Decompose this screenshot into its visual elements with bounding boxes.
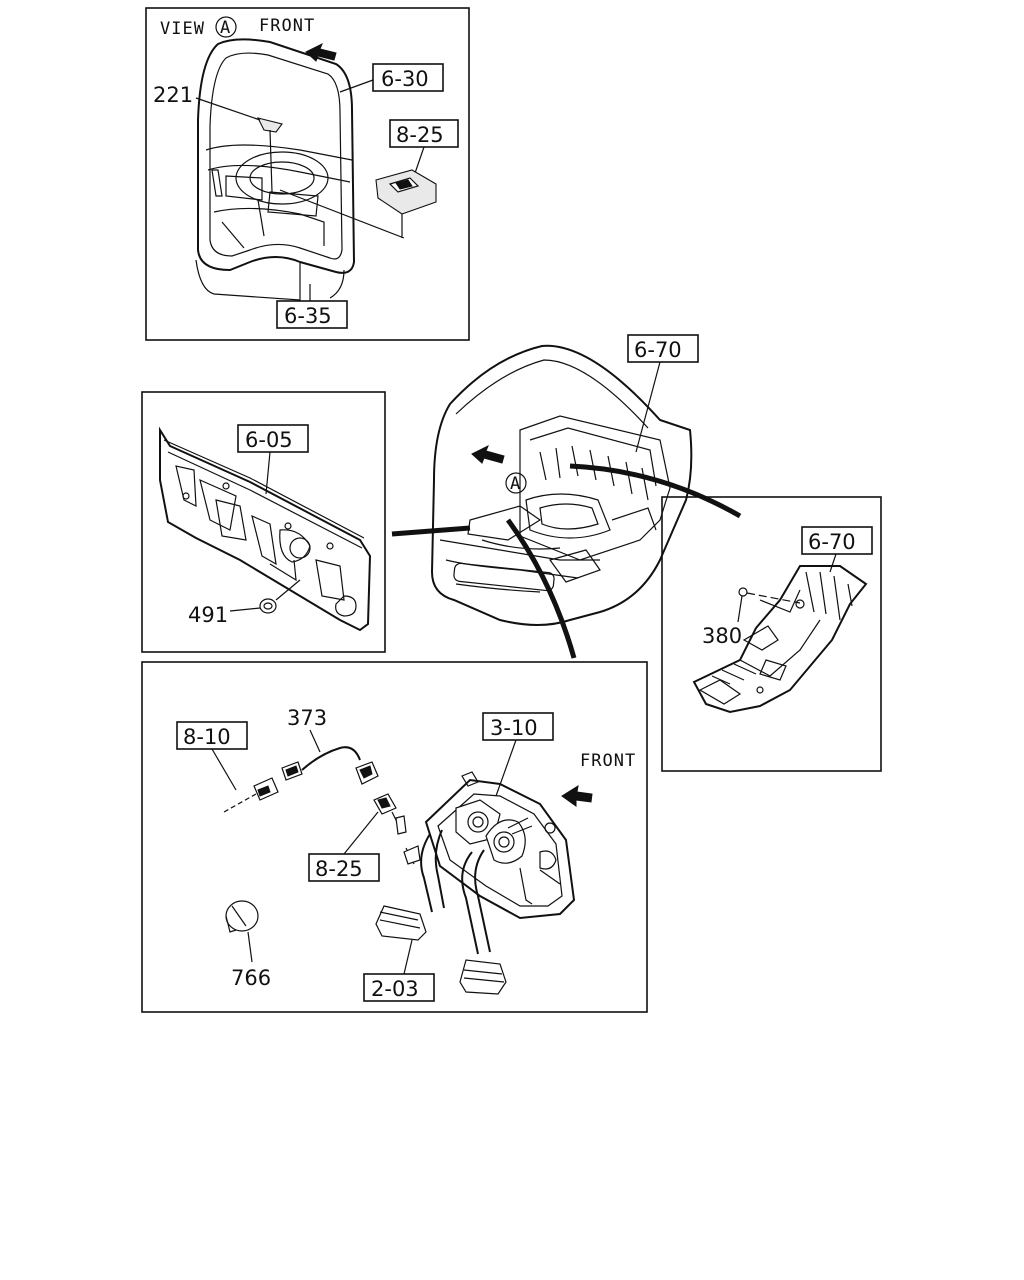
- view-circle-letter: A: [220, 18, 231, 38]
- marker-a-circle-icon: [505, 472, 527, 494]
- ref-box-6-35: [276, 300, 348, 329]
- part-373: 373: [287, 706, 327, 730]
- view-label: VIEW: [160, 19, 205, 39]
- ref-6-30: 6-30: [381, 67, 429, 91]
- callout-curve-left: [391, 525, 471, 537]
- leader-8-25-top: [413, 146, 425, 177]
- sensor-221-icon: [256, 117, 283, 133]
- ref-box-3-10: [482, 712, 554, 741]
- leader-8-25-pedal: [343, 811, 379, 855]
- ref-2-03: 2-03: [371, 977, 419, 1001]
- view-front-label: FRONT: [259, 16, 315, 36]
- leader-6-70-detail: [829, 553, 837, 573]
- ref-box-6-30: [372, 63, 444, 92]
- leader-380-dashed: [746, 592, 801, 604]
- pedal-front-label: FRONT: [580, 751, 636, 771]
- switch-8-25-pedal-icon: [373, 793, 421, 865]
- grommet-491-icon: [259, 598, 277, 614]
- marker-a: A: [510, 474, 521, 494]
- leader-221: [195, 97, 261, 121]
- pedal-assembly-illustration: [424, 771, 576, 920]
- switch-8-25-icon: [375, 169, 437, 238]
- pedal-front-arrow-icon: [561, 784, 593, 807]
- leader-8-10: [211, 748, 237, 791]
- panel-pedals: FRONT 8-10 373 8-: [141, 661, 648, 1013]
- panel-view-a-frame: [145, 7, 470, 341]
- leader-switch-drop: [279, 189, 405, 239]
- pedal-left-icon: [375, 829, 445, 941]
- pedal-right-icon: [459, 849, 507, 995]
- leader-380: [737, 595, 743, 623]
- ref-box-2-03: [363, 973, 435, 1002]
- ref-box-6-70-main: [627, 334, 699, 363]
- leader-221-drop: [269, 129, 273, 193]
- panel-dash-frame: [141, 391, 386, 653]
- ref-6-05: 6-05: [245, 428, 293, 452]
- leader-373: [309, 729, 321, 753]
- floor-panel-illustration: [692, 565, 868, 714]
- ref-box-8-25-pedal: [308, 853, 380, 882]
- part-766: 766: [231, 966, 271, 990]
- harness-8-10-icon: [223, 777, 279, 813]
- panel-floor: 6-70 380: [661, 496, 882, 772]
- grommet-491-hole: [263, 602, 273, 610]
- ref-box-6-05: [237, 424, 309, 453]
- panel-dash: 6-05 491: [141, 391, 386, 653]
- ref-box-8-25-top: [389, 119, 459, 148]
- ref-8-25-top: 8-25: [396, 123, 444, 147]
- panel-view-a: VIEW A FRONT 221 6-30: [145, 7, 470, 341]
- clip-766-icon: [225, 900, 259, 933]
- cab-illustration: A: [430, 344, 693, 626]
- fastener-380-icon: [738, 587, 748, 597]
- leader-3-10: [495, 739, 517, 797]
- part-491: 491: [188, 603, 228, 627]
- ref-6-70-detail: 6-70: [808, 530, 856, 554]
- leader-6-30: [339, 79, 374, 93]
- callout-curve-right: [569, 463, 742, 519]
- ref-6-70-main: 6-70: [634, 338, 682, 362]
- dash-panel-illustration: [159, 426, 372, 632]
- instrument-panel-illustration: [195, 38, 356, 301]
- leader-491-to-panel: [275, 579, 301, 601]
- cab-front-arrow-icon: [471, 444, 505, 464]
- ref-box-6-70-detail: [801, 526, 873, 555]
- ref-8-10: 8-10: [183, 725, 231, 749]
- wire-373-icon: [281, 746, 379, 785]
- ref-8-25-pedal: 8-25: [315, 857, 363, 881]
- ref-3-10: 3-10: [490, 716, 538, 740]
- leader-6-70-main: [635, 361, 661, 453]
- leader-491: [229, 607, 261, 612]
- callout-curve-down: [505, 518, 577, 659]
- ref-box-8-10: [176, 721, 248, 750]
- panel-pedals-frame: [141, 661, 648, 1013]
- ref-6-35: 6-35: [284, 304, 332, 328]
- view-circle-icon: [215, 16, 237, 38]
- part-221: 221: [153, 83, 193, 107]
- panel-floor-frame: [661, 496, 882, 772]
- leader-2-03: [403, 939, 413, 975]
- leader-766: [247, 931, 253, 963]
- part-380: 380: [702, 624, 742, 648]
